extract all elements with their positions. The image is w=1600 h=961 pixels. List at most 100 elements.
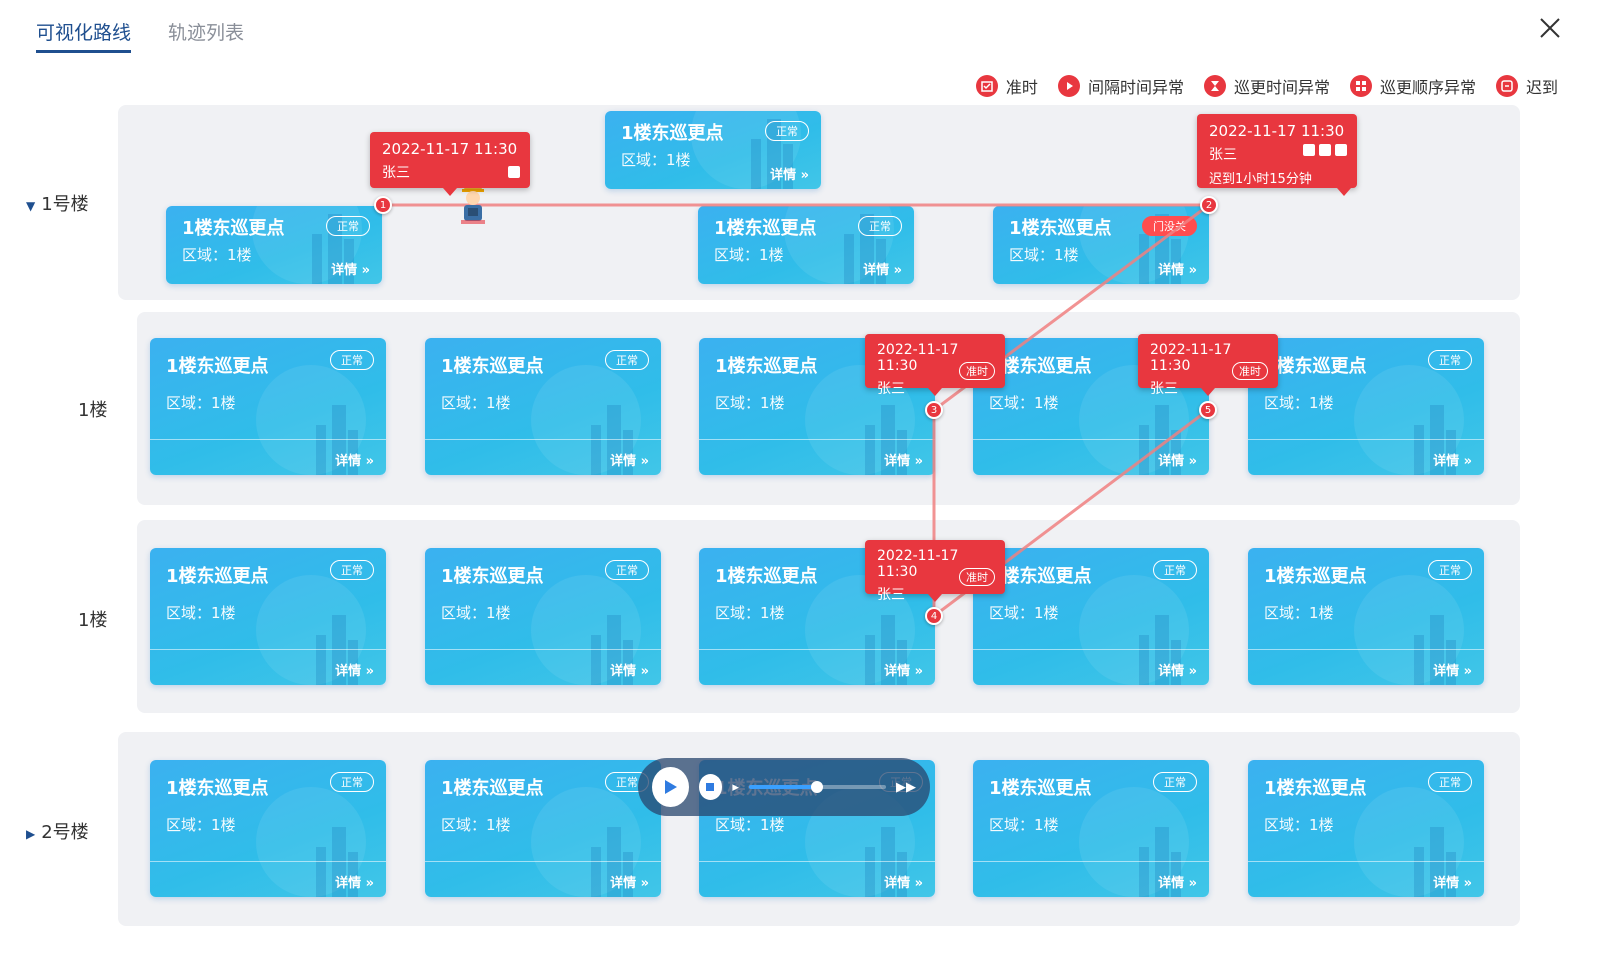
- status-badge: 正常: [1153, 560, 1197, 580]
- checkpoint-popup-2: 2022-11-17 11:30 张三 迟到1小时15分钟: [1197, 114, 1357, 196]
- building-1-toggle[interactable]: ▼1号楼: [26, 190, 89, 216]
- building-2-toggle[interactable]: ▶2号楼: [26, 818, 89, 844]
- card-detail-link[interactable]: 详情 »: [863, 263, 902, 278]
- patrol-point-card[interactable]: 1楼东巡更点正常区域：1楼详情 »: [150, 338, 386, 475]
- card-area: 区域：1楼: [1264, 604, 1334, 622]
- patrol-point-card[interactable]: 1楼东巡更点正常区域：1楼详情 »: [425, 548, 661, 685]
- progress-knob[interactable]: [811, 781, 824, 793]
- step-icon[interactable]: ▸: [732, 779, 739, 795]
- card-divider: [150, 439, 386, 440]
- patrol-point-card[interactable]: 1楼东巡更点正常区域：1楼详情 »: [698, 206, 914, 284]
- tab-trajectory-list[interactable]: 轨迹列表: [168, 22, 245, 44]
- city-skyline-icon: [531, 787, 641, 897]
- card-divider: [973, 439, 1209, 440]
- patrol-point-card[interactable]: 1楼东巡更点门没关区域：1楼详情 »: [993, 206, 1209, 284]
- route-marker-3[interactable]: 3: [925, 401, 943, 419]
- patrol-point-card[interactable]: 1楼东巡更点正常区域：1楼详情 »: [1248, 338, 1484, 475]
- building-decor: [1139, 425, 1149, 475]
- status-badge: 正常: [1153, 772, 1197, 792]
- building-decor: [623, 852, 633, 897]
- status-badge: 正常: [605, 560, 649, 580]
- ontime-icon: [975, 75, 998, 97]
- card-detail-link[interactable]: 详情 »: [610, 664, 649, 679]
- popup-date: 2022-11-17 11:30: [1209, 122, 1345, 140]
- card-detail-link[interactable]: 详情 »: [1433, 454, 1472, 469]
- playback-controls: ▸ ▶▶: [638, 758, 930, 816]
- building-decor: [1430, 827, 1444, 897]
- card-detail-link[interactable]: 详情 »: [335, 876, 374, 891]
- popup-ontime-tag: 准时: [959, 568, 995, 586]
- card-detail-link[interactable]: 详情 »: [1158, 664, 1197, 679]
- card-area: 区域：1楼: [715, 816, 785, 834]
- status-legend: 准时 间隔时间异常 巡更时间异常 巡更顺序异常 迟到: [975, 74, 1558, 98]
- route-marker-4[interactable]: 4: [925, 607, 943, 625]
- patrol-point-card[interactable]: 1楼东巡更点正常区域：1楼详情 »: [166, 206, 382, 284]
- play-button[interactable]: [652, 767, 689, 807]
- card-detail-link[interactable]: 详情 »: [1158, 454, 1197, 469]
- card-area: 区域：1楼: [182, 246, 252, 264]
- stop-icon: [706, 783, 715, 791]
- patrol-point-card[interactable]: 1楼东巡更点正常区域：1楼详情 »: [1248, 548, 1484, 685]
- popup-date: 2022-11-17 11:30: [877, 342, 959, 374]
- route-marker-1[interactable]: 1: [374, 196, 392, 214]
- route-marker-5[interactable]: 5: [1199, 401, 1217, 419]
- building-decor: [332, 827, 346, 897]
- checkpoint-popup-4: 2022-11-17 11:30 张三 准时: [865, 540, 1005, 603]
- fast-forward-icon[interactable]: ▶▶: [895, 779, 916, 795]
- building-decor: [591, 847, 601, 897]
- patrol-point-card[interactable]: 1楼东巡更点正常区域：1楼详情 »: [150, 548, 386, 685]
- card-detail-link[interactable]: 详情 »: [610, 876, 649, 891]
- building-decor: [1446, 430, 1456, 475]
- card-detail-link[interactable]: 详情 »: [770, 168, 809, 183]
- card-detail-link[interactable]: 详情 »: [884, 454, 923, 469]
- patrol-point-card[interactable]: 1楼东巡更点正常区域：1楼详情 »: [425, 338, 661, 475]
- stop-button[interactable]: [698, 774, 723, 800]
- patrol-point-card[interactable]: 1楼东巡更点正常区域：1楼详情 »: [425, 760, 661, 897]
- legend-ontime-label: 准时: [1005, 78, 1038, 97]
- legend-order-label: 巡更顺序异常: [1379, 78, 1476, 97]
- card-detail-link[interactable]: 详情 »: [1433, 664, 1472, 679]
- route-marker-2[interactable]: 2: [1200, 196, 1218, 214]
- building-decor: [1155, 615, 1169, 685]
- card-title: 1楼东巡更点: [441, 356, 544, 377]
- card-detail-link[interactable]: 详情 »: [1158, 263, 1197, 278]
- card-detail-link[interactable]: 详情 »: [335, 454, 374, 469]
- card-detail-link[interactable]: 详情 »: [884, 876, 923, 891]
- popup-status-icons: [508, 166, 520, 178]
- status-badge: 正常: [1428, 560, 1472, 580]
- card-title: 1楼东巡更点: [166, 356, 269, 377]
- legend-order: 巡更顺序异常: [1349, 74, 1476, 98]
- card-detail-link[interactable]: 详情 »: [335, 664, 374, 679]
- card-divider: [699, 439, 935, 440]
- card-detail-link[interactable]: 详情 »: [1158, 876, 1197, 891]
- card-detail-link[interactable]: 详情 »: [610, 454, 649, 469]
- building-decor: [1430, 615, 1444, 685]
- patrol-point-card[interactable]: 1楼东巡更点正常区域：1楼详情 »: [973, 760, 1209, 897]
- building-decor: [897, 640, 907, 685]
- tab-visual-route[interactable]: 可视化路线: [36, 18, 132, 53]
- checkpoint-popup-5: 2022-11-17 11:30 张三 准时: [1138, 334, 1278, 397]
- card-divider: [699, 861, 935, 862]
- card-title: 1楼东巡更点: [1264, 356, 1367, 377]
- card-divider: [973, 649, 1209, 650]
- city-skyline-icon: [1354, 575, 1464, 685]
- building-decor: [881, 827, 895, 897]
- patrol-point-card[interactable]: 1楼东巡更点正常区域：1楼详情 »: [1248, 760, 1484, 897]
- patrol-point-card[interactable]: 1楼东巡更点正常区域：1楼详情 »: [605, 111, 821, 189]
- patrol-point-card[interactable]: 1楼东巡更点正常区域：1楼详情 »: [973, 548, 1209, 685]
- floor-1-label-a: 1楼: [78, 400, 108, 421]
- card-detail-link[interactable]: 详情 »: [1433, 876, 1472, 891]
- popup-name: 张三: [382, 165, 410, 181]
- close-icon[interactable]: [1538, 16, 1562, 40]
- card-area: 区域：1楼: [989, 816, 1059, 834]
- card-detail-link[interactable]: 详情 »: [331, 263, 370, 278]
- late-icon: [1335, 144, 1347, 156]
- card-area: 区域：1楼: [441, 604, 511, 622]
- popup-date: 2022-11-17 11:30: [382, 140, 518, 158]
- patrol-point-card[interactable]: 1楼东巡更点正常区域：1楼详情 »: [150, 760, 386, 897]
- playback-progress-slider[interactable]: [748, 781, 886, 793]
- card-detail-link[interactable]: 详情 »: [884, 664, 923, 679]
- caret-right-icon: ▶: [26, 827, 36, 841]
- status-badge: 正常: [330, 560, 374, 580]
